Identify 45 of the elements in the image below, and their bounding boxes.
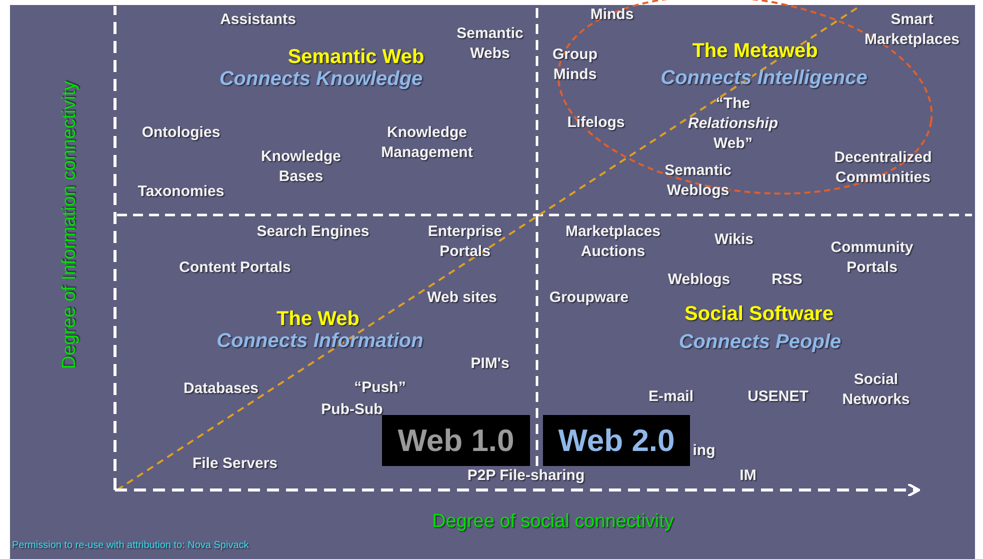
category-label: Search Engines bbox=[256, 222, 370, 242]
category-label: Marketplaces Auctions bbox=[564, 222, 662, 262]
axis-title: Degree of social connectivity bbox=[432, 512, 674, 532]
quadrant-subtitle: Connects Information bbox=[216, 330, 424, 352]
category-label: Knowledge Bases bbox=[260, 147, 342, 187]
category-label: Semantic Webs bbox=[456, 24, 524, 64]
axis-title: Degree of Information connectivity bbox=[60, 80, 80, 370]
category-label: IM bbox=[740, 466, 756, 486]
category-label: RSS bbox=[772, 270, 802, 290]
category-label: Smart Marketplaces bbox=[863, 10, 961, 50]
category-label: “The Relationship Web” bbox=[686, 94, 779, 154]
quadrant-subtitle: Connects Knowledge bbox=[219, 68, 423, 90]
category-label: Content Portals bbox=[179, 258, 291, 278]
quadrant-title: The Web bbox=[276, 308, 360, 330]
version-box: Web 2.0 bbox=[543, 415, 690, 466]
category-label: Ontologies bbox=[142, 123, 220, 143]
category-label: Lifelogs bbox=[567, 113, 625, 133]
category-label: Community Portals bbox=[830, 238, 914, 278]
category-label: File Servers bbox=[192, 454, 278, 474]
category-label: Taxonomies bbox=[138, 182, 224, 202]
version-box: Web 1.0 bbox=[382, 415, 530, 466]
quadrant-subtitle: Connects Intelligence bbox=[660, 67, 868, 89]
quadrant-subtitle: Connects People bbox=[678, 331, 842, 353]
category-label: Enterprise Portals bbox=[426, 222, 504, 262]
category-label: Group Minds bbox=[552, 45, 598, 85]
category-label: Databases bbox=[183, 379, 259, 399]
category-label: P2P File-sharing bbox=[467, 466, 585, 486]
quadrant-title: Semantic Web bbox=[288, 46, 424, 68]
attribution-note: Permission to re-use with attribution to: Nova Spivack bbox=[12, 540, 249, 552]
category-label: Wikis bbox=[714, 230, 754, 250]
category-label: ing bbox=[692, 441, 716, 461]
category-label: Semantic Weblogs bbox=[664, 161, 732, 201]
category-label: Knowledge Management bbox=[380, 123, 474, 163]
quadrant-title: The Metaweb bbox=[692, 40, 818, 62]
category-label: “Push” bbox=[354, 378, 406, 398]
category-label: USENET bbox=[748, 387, 808, 407]
category-label: Assistants bbox=[220, 10, 296, 30]
category-label: E-mail bbox=[648, 387, 694, 407]
category-label: Weblogs bbox=[668, 270, 730, 290]
category-label: Web sites bbox=[427, 288, 497, 308]
category-label: Pub-Sub bbox=[321, 400, 383, 420]
category-label: Social Networks bbox=[841, 370, 911, 410]
category-label: PIM's bbox=[470, 354, 510, 374]
category-label: Groupware bbox=[549, 288, 629, 308]
quadrant-title: Social Software bbox=[684, 303, 834, 325]
